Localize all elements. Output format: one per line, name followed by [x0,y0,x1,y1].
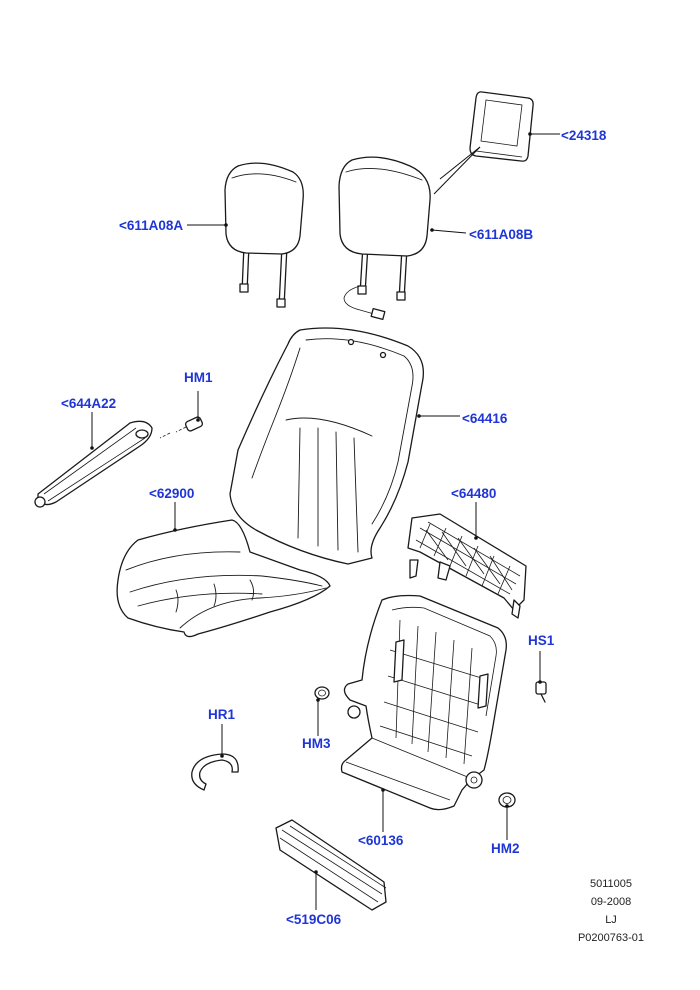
armrest-part [34,420,153,508]
hr1-clip-part [191,753,239,791]
seat-cushion-part [116,519,331,638]
hs1-screw-part [535,681,547,703]
meta-date: 09-2008 [590,896,632,908]
seat-back-part [229,327,425,565]
headrest-left-part [224,162,304,308]
callout-611a08b[interactable]: <611A08B [469,227,534,242]
callout-644a22[interactable]: <644A22 [61,396,117,411]
meta-initials: LJ [605,914,617,926]
headrest-pad-part [469,91,534,162]
headrest-right-part [338,156,431,321]
callout-64480[interactable]: <64480 [451,486,497,501]
hm3-grommet-part [314,686,330,700]
callout-hm3[interactable]: HM3 [302,736,331,751]
callout-hs1[interactable]: HS1 [528,633,555,648]
lumbar-frame-part [407,513,527,619]
callout-60136[interactable]: <60136 [358,833,404,848]
callout-64416[interactable]: <64416 [462,411,508,426]
callout-62900[interactable]: <62900 [149,486,195,501]
meta-ref: 5011005 [589,878,632,890]
callout-hm1[interactable]: HM1 [184,370,213,385]
callout-hr1[interactable]: HR1 [208,707,236,722]
callout-hm2[interactable]: HM2 [491,841,520,856]
leader-lines [90,132,560,910]
meta-drawing-no: P0200763-01 [577,932,645,944]
callout-24318[interactable]: <24318 [561,128,607,143]
trim-strip-part [275,819,387,911]
seat-frame-part [340,594,507,811]
callout-611a08a[interactable]: <611A08A [119,218,184,233]
callout-519c06[interactable]: <519C06 [286,912,342,927]
